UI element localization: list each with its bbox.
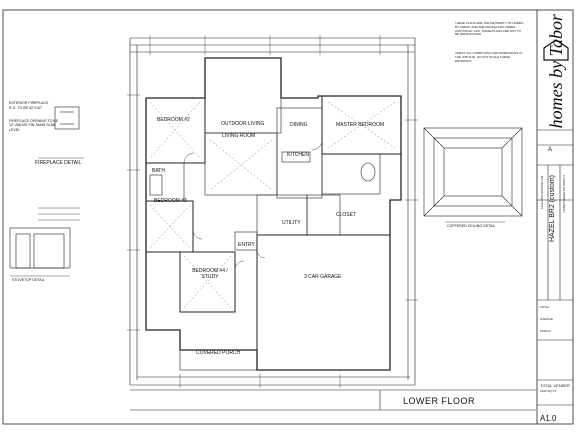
verify-notes: VERIFY ALL CONDITIONS AND DIMENSIONS AT … — [455, 51, 523, 63]
revision-letter: A — [548, 147, 553, 153]
project-subdivision: HONEYCREEK ESTATES 2 — [562, 175, 566, 213]
exterior-fireplace-title: EXTERIOR FIREPLACE — [9, 101, 49, 105]
left-small-detail-title: STOVETOP DETAIL — [12, 278, 45, 282]
room-kitchen: KITCHEN — [287, 152, 309, 158]
room-outdoor-living: OUTDOOR LIVING — [221, 121, 265, 127]
total-veneer-value: 2400 SQ FT — [540, 389, 557, 393]
room-bedroom-4: BEDROOM #4 / STUDY — [192, 268, 228, 280]
room-closet: CLOSET — [336, 212, 357, 218]
fireplace-detail-title: FIREPLACE DETAIL — [35, 160, 82, 166]
project-name: HAZEL BR2 (custom) — [549, 175, 556, 243]
room-entry: ENTRY — [238, 242, 255, 248]
room-dining: DINING — [290, 122, 308, 128]
sheet-number: A1.0 — [540, 414, 557, 423]
room-living-room: LIVING ROOM — [222, 133, 256, 139]
brand-logo: homes by Tabor — [546, 14, 566, 129]
room-master-bedroom: MASTER BEDROOM — [336, 122, 385, 128]
sheet-title: LOWER FLOOR — [403, 396, 476, 406]
fireplace-opening-note: FIREPLACE OPENING TO BE 12" ABOVE FIN. M… — [9, 119, 59, 132]
area-total-label: TOTAL — [540, 305, 550, 309]
exterior-fireplace-note: R.O. TO BE 42"x42" — [9, 106, 42, 110]
area-garage-label: GARAGE — [540, 317, 553, 321]
coffered-ceiling-detail-title: COFFERED CEILING DETAIL — [447, 224, 496, 228]
project-address: 1293 RED SPRUCE CIR. — [540, 175, 544, 210]
room-bedroom-3: BEDROOM #3 — [154, 198, 187, 204]
copyright-notes: THESE PLANS ARE THE PROPERTY OF HOMES BY… — [455, 21, 524, 37]
area-porch-label: PORCH — [540, 329, 551, 333]
room-bath: BATH — [152, 168, 165, 174]
total-veneer-label: TOTAL VENEER — [540, 383, 570, 388]
room-bedroom-2: BEDROOM #2 — [157, 117, 190, 123]
room-covered-porch: COVERED PORCH — [196, 350, 241, 356]
room-garage: 3 CAR GARAGE — [304, 274, 342, 280]
room-utility: UTILITY — [282, 220, 301, 226]
